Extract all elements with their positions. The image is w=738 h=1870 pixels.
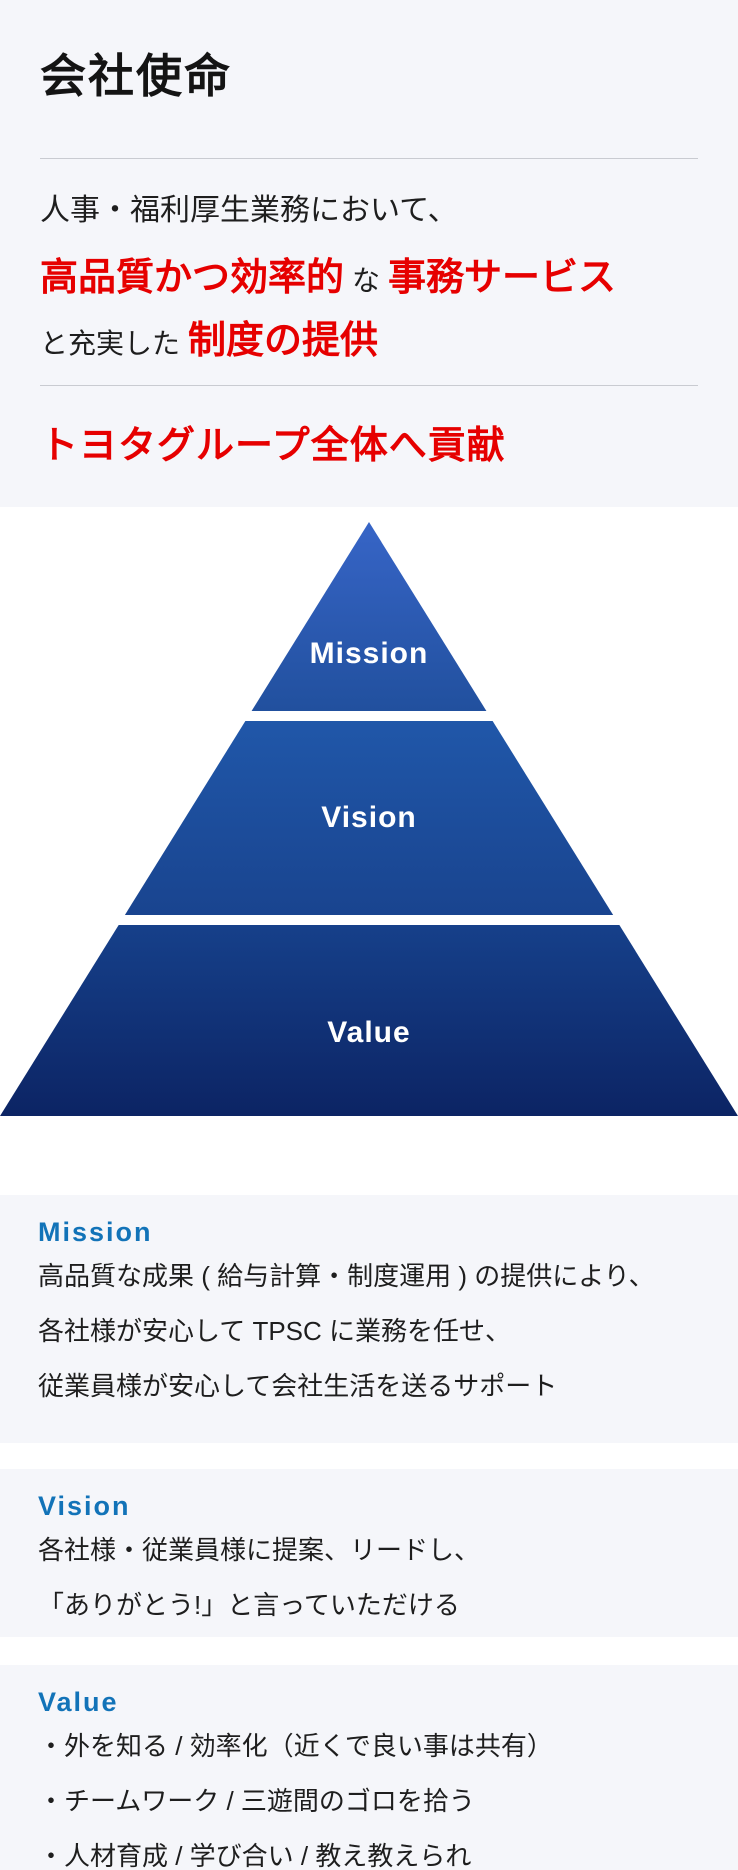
pyramid-level-mission: Mission [0,522,738,711]
intro-line-3: と充実した制度の提供 [40,314,698,371]
mission-card-line: 高品質な成果 ( 給与計算・制度運用 ) の提供により、 [38,1261,655,1291]
mission-card-line: 従業員様が安心して会社生活を送るサポート [38,1371,558,1401]
divider-bottom [40,385,698,386]
vision-card-heading: Vision [38,1491,131,1521]
pyramid-label-mission: Mission [309,637,429,670]
pyramid-label-vision: Vision [321,801,417,834]
page-title: 会社使命 [40,50,232,102]
value-card-line: ・人材育成 / 学び合い / 教え教えられ [38,1841,472,1870]
mission-card: Mission 高品質な成果 ( 給与計算・制度運用 ) の提供により、 各社様… [0,1195,738,1443]
value-card-line: ・外を知る / 効率化（近くで良い事は共有） [38,1731,553,1761]
emphasis-service: 事務サービス [388,257,617,299]
emphasis-quality: 高品質かつ効率的 [40,257,345,299]
value-card-line: ・チームワーク / 三遊間のゴロを拾う [38,1786,475,1816]
mission-vision-value-pyramid: Mission Vision Value [0,522,738,1116]
vision-card-line: 各社様・従業員様に提案、リードし、 [38,1535,481,1565]
vision-card-line: 「ありがとう!」と言っていただける [38,1590,460,1620]
divider-top [40,158,698,159]
mission-card-line: 各社様が安心して TPSC に業務を任せ、 [38,1316,512,1346]
intro-line-1: 人事・福利厚生業務において、 [40,194,458,227]
slogan-toyota-group: トヨタグループ全体へ貢献 [40,425,506,467]
pyramid-diagram-section: Mission Vision Value [0,522,738,1195]
mission-card-heading: Mission [38,1217,153,1247]
connector-na: な [352,265,381,296]
vision-card: Vision 各社様・従業員様に提案、リードし、 「ありがとう!」と言っていただ… [0,1469,738,1637]
intro-line-2: 高品質かつ効率的な事務サービス [40,251,698,308]
value-card: Value ・外を知る / 効率化（近くで良い事は共有） ・チームワーク / 三… [0,1665,738,1870]
mission-intro-section: 会社使命 人事・福利厚生業務において、 高品質かつ効率的な事務サービス と充実し… [0,0,738,507]
value-card-heading: Value [38,1687,119,1717]
pyramid-level-value: Value [0,925,738,1116]
pyramid-label-value: Value [327,1016,411,1049]
emphasis-system: 制度の提供 [188,320,379,362]
pyramid-level-vision: Vision [0,721,738,915]
connector-fulfilling: と充実した [40,328,181,359]
